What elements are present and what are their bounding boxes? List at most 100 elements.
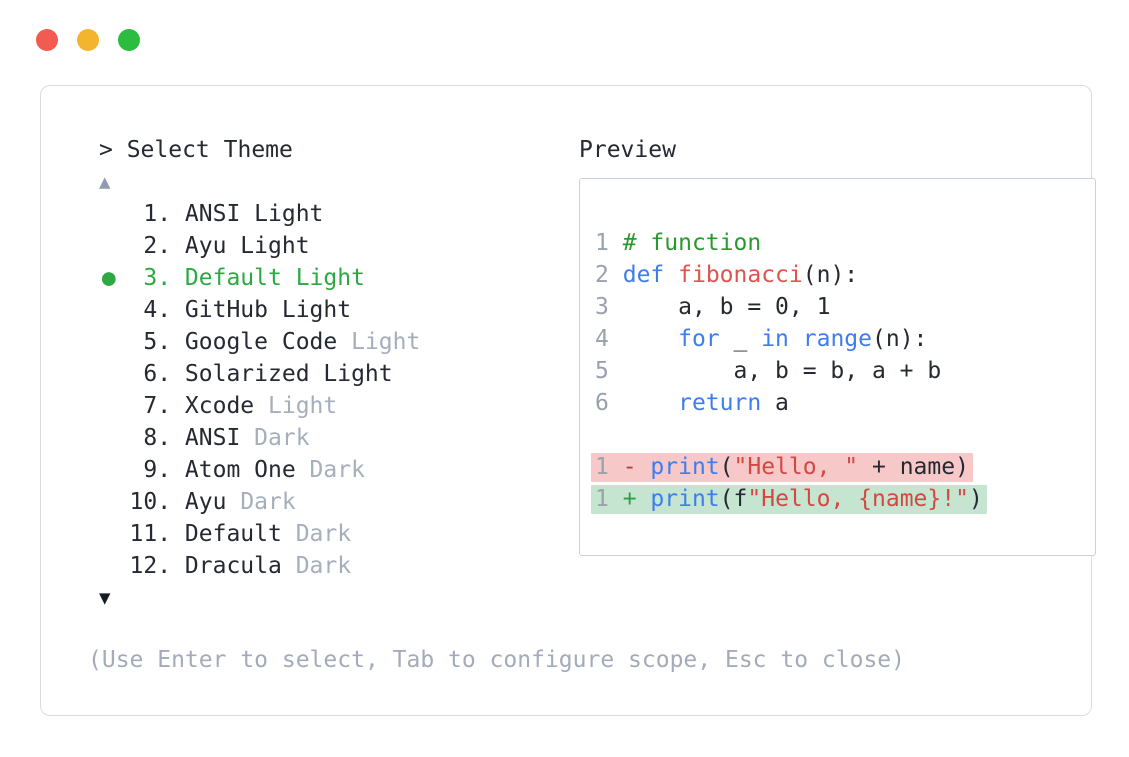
theme-variant: Dark [240,425,310,451]
code-token-str: "Hello, {name}!" [747,486,969,512]
code-token-kw: return [678,390,762,416]
marker-spacer [88,358,130,390]
code-token-kw: range [802,326,873,352]
scroll-down-icon[interactable]: ▼ [99,587,111,609]
code-token-str: "Hello, " [733,454,859,480]
code-token-plain: a [761,390,789,416]
code-token-comment: # function [622,230,762,256]
theme-item-ayu-light[interactable]: 2. Ayu Light [88,230,579,262]
theme-name: Google Code [184,329,338,355]
code-token-kw: in [761,326,789,352]
theme-name: Ayu [184,489,227,515]
theme-number-dot: . [157,265,185,291]
code-token-plain: (f [719,486,748,512]
code-token-kw: def [622,262,665,288]
theme-number-dot: . [157,489,185,515]
theme-item-atom-one[interactable]: 9. Atom One Dark [88,454,579,486]
preview-label: Preview [579,137,676,163]
theme-number: 4 [143,297,158,323]
theme-number: 6 [143,361,158,387]
code-token-plain [664,262,678,288]
theme-item-xcode[interactable]: 7. Xcode Light [88,390,579,422]
marker-spacer [88,518,130,550]
theme-name: Default Light [184,265,365,291]
code-line: 4 for _ in range(n): [595,323,1081,355]
line-number: 6 [595,390,609,416]
theme-number: 10 [129,489,158,515]
theme-number: 7 [143,393,158,419]
code-token-plain: ) [968,486,983,512]
theme-item-ansi-light[interactable]: 1. ANSI Light [88,198,579,230]
theme-name: Atom One [184,457,296,483]
theme-item-ansi[interactable]: 8. ANSI Dark [88,422,579,454]
theme-item-default-light[interactable]: ● 3. Default Light [88,262,579,294]
minimize-button-icon[interactable] [77,29,99,51]
theme-list-column: > Select Theme ▲ 1. ANSI Light 2. Ayu Li… [88,134,579,614]
code-token-plain: (n): [802,262,859,288]
theme-name: Solarized Light [184,361,393,387]
diff-line-added: 1 + print(f"Hello, {name}!") [591,483,1081,515]
code-token-plain: a, b = b, a + b [622,358,942,384]
theme-item-default[interactable]: 11. Default Dark [88,518,579,550]
marker-spacer [88,326,130,358]
code-token-minus: - [622,454,651,480]
theme-item-ayu[interactable]: 10. Ayu Dark [88,486,579,518]
keyboard-hints: (Use Enter to select, Tab to configure s… [88,647,905,673]
theme-number-dot: . [157,425,185,451]
marker-spacer [88,390,130,422]
marker-spacer [88,550,130,582]
theme-name: GitHub Light [184,297,352,323]
code-line: 1 # function [595,227,1081,259]
code-line: 2 def fibonacci(n): [595,259,1081,291]
theme-variant: Light [337,329,421,355]
diff-line-removed: 1 - print("Hello, " + name) [591,451,1081,483]
theme-name: Dracula [184,553,282,579]
scroll-up-icon[interactable]: ▲ [99,171,111,193]
theme-picker-panel: > Select Theme ▲ 1. ANSI Light 2. Ayu Li… [40,85,1096,716]
marker-spacer [88,294,130,326]
zoom-button-icon[interactable] [118,29,140,51]
theme-item-dracula[interactable]: 12. Dracula Dark [88,550,579,582]
theme-variant: Dark [281,553,352,579]
code-line: 3 a, b = 0, 1 [595,291,1081,323]
theme-item-github-light[interactable]: 4. GitHub Light [88,294,579,326]
code-line: 6 return a [595,387,1081,419]
line-number: 4 [595,326,609,352]
theme-variant: Dark [295,457,365,483]
theme-name: Xcode [184,393,255,419]
code-token-plain: ( [719,454,734,480]
theme-number: 8 [143,425,158,451]
select-theme-prompt: > Select Theme [99,137,293,163]
theme-number-dot: . [157,201,185,227]
code-line: 5 a, b = b, a + b [595,355,1081,387]
theme-name: ANSI Light [184,201,324,227]
marker-spacer [88,486,130,518]
blank-line [595,419,1081,451]
code-token-plain: + name) [858,454,969,480]
line-number: 1 [595,486,609,512]
theme-name: ANSI [184,425,241,451]
line-number: 5 [595,358,609,384]
theme-name: Default [184,521,282,547]
marker-spacer [88,198,130,230]
code-token-plain [623,390,678,416]
theme-item-google-code[interactable]: 5. Google Code Light [88,326,579,358]
marker-spacer [88,454,130,486]
marker-spacer [88,230,130,262]
theme-list: 1. ANSI Light 2. Ayu Light ● 3. Default … [88,198,579,582]
theme-name: Ayu Light [184,233,310,259]
theme-item-solarized-light[interactable]: 6. Solarized Light [88,358,579,390]
theme-number: 2 [143,233,158,259]
close-button-icon[interactable] [36,29,58,51]
theme-number: 3 [143,265,158,291]
code-token-plain: (n): [872,326,928,352]
theme-number-dot: . [157,329,185,355]
line-number: 3 [595,294,609,320]
theme-variant: Dark [226,489,296,515]
code-token-kw: for [678,326,720,352]
selected-dot-icon: ● [88,265,130,291]
theme-number: 9 [143,457,158,483]
